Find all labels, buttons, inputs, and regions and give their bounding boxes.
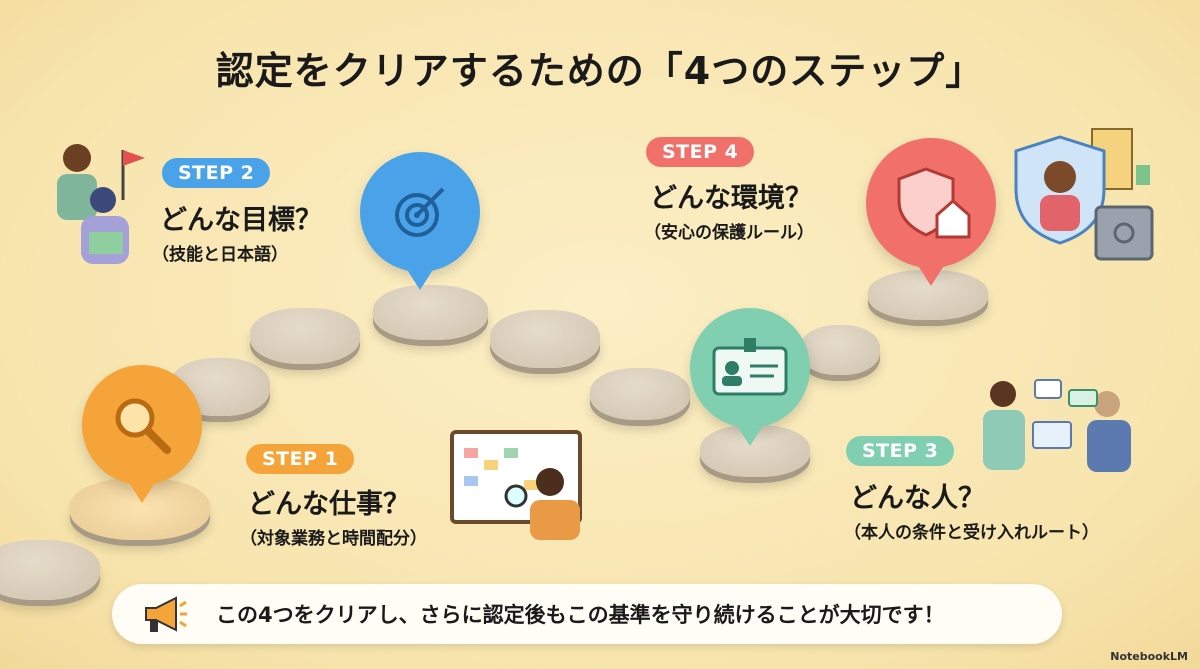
- stone: [373, 285, 488, 340]
- step-1-pin: [82, 365, 202, 485]
- notebooklm-logo: NotebookLM: [1110, 650, 1188, 663]
- shield-house-icon: [897, 167, 971, 239]
- step-2-detail: （技能と日本語）: [152, 245, 288, 265]
- stone: [590, 368, 690, 420]
- step-1-detail: （対象業務と時間配分）: [240, 529, 427, 549]
- step-1-question: どんな仕事？: [248, 489, 410, 520]
- step-3-detail: （本人の条件と受け入れルート）: [844, 523, 1099, 543]
- step-4-pin: [866, 138, 996, 268]
- id-card-icon: [712, 338, 788, 396]
- step-1-badge: STEP 1: [246, 444, 355, 474]
- step-2-pin: [360, 152, 480, 272]
- stone: [250, 308, 360, 364]
- stone: [0, 540, 100, 600]
- schedule-board-illustration: [450, 430, 590, 540]
- megaphone-icon: [145, 596, 187, 632]
- step-2-question: どんな目標？: [160, 205, 322, 236]
- summary-banner: この4つをクリアし、さらに認定後もこの基準を守り続けることが大切です！: [112, 584, 1062, 644]
- page-title: 認定をクリアするための「4つのステップ」: [215, 49, 985, 93]
- protected-worker-illustration: [1012, 125, 1164, 265]
- summary-text: この4つをクリアし、さらに認定後もこの基準を守り続けることが大切です！: [216, 603, 945, 627]
- stone: [800, 325, 880, 375]
- step-3-question: どんな人？: [850, 483, 985, 514]
- step-4-detail: （安心の保護ルール）: [644, 223, 814, 243]
- step-4-question: どんな環境？: [650, 183, 812, 214]
- magnifier-icon: [115, 398, 171, 454]
- step-2-badge: STEP 2: [162, 158, 271, 188]
- step-3-pin: [690, 308, 810, 428]
- target-icon: [395, 187, 445, 237]
- step-3-badge: STEP 3: [846, 436, 955, 466]
- step-4-badge: STEP 4: [646, 137, 755, 167]
- handshake-card-illustration: [975, 378, 1140, 473]
- people-with-flag-illustration: [45, 140, 155, 270]
- stone: [490, 310, 600, 368]
